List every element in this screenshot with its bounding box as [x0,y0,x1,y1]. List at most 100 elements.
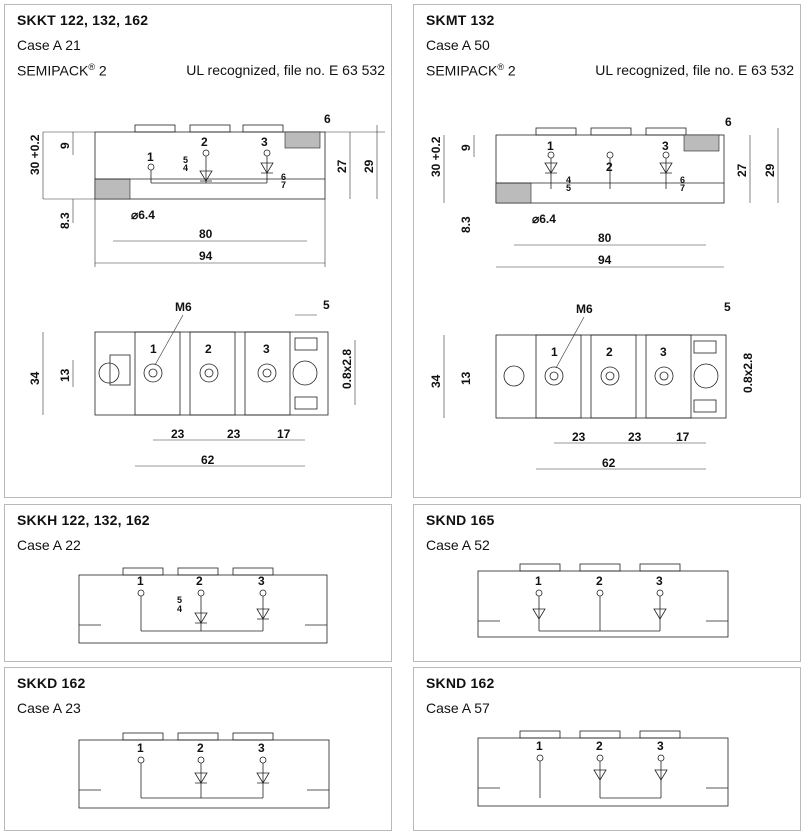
svg-text:2: 2 [197,741,204,755]
svg-text:23: 23 [572,430,586,444]
svg-text:4: 4 [566,175,571,185]
drawing-sknd165: 1 2 3 [477,563,729,638]
svg-text:34: 34 [28,371,42,385]
case-label: Case A 52 [426,537,490,553]
svg-text:23: 23 [227,427,241,441]
pin-3-label: 3 [261,135,268,149]
cell-skmt: SKMT 132 Case A 50 SEMIPACK® 2 UL recogn… [413,4,801,498]
svg-text:M6: M6 [576,302,593,316]
side-view: 1 2 3 4 5 6 7 [495,127,725,204]
svg-text:3: 3 [258,574,265,588]
svg-text:0.8x2.8: 0.8x2.8 [340,349,354,389]
case-label: Case A 57 [426,700,490,716]
svg-text:9: 9 [58,142,72,149]
svg-text:27: 27 [335,159,349,173]
cell-title: SKND 165 [426,512,495,528]
svg-text:3: 3 [660,345,667,359]
svg-text:30 +0.2: 30 +0.2 [429,136,443,177]
ul-label: UL recognized, file no. E 63 532 [595,62,794,78]
ul-label: UL recognized, file no. E 63 532 [186,62,385,78]
svg-text:5: 5 [566,183,571,193]
case-label: Case A 50 [426,37,490,53]
svg-text:80: 80 [199,227,213,241]
svg-text:2: 2 [196,574,203,588]
svg-text:1: 1 [535,574,542,588]
svg-text:23: 23 [628,430,642,444]
svg-text:M6: M6 [175,300,192,314]
case-label: Case A 23 [17,700,81,716]
pin-5-label: 5 [183,155,188,165]
cell-title: SKKD 162 [17,675,86,691]
cell-title: SKKH 122, 132, 162 [17,512,150,528]
svg-text:17: 17 [277,427,291,441]
svg-text:29: 29 [362,159,376,173]
svg-text:27: 27 [735,163,749,177]
svg-text:6: 6 [324,112,331,126]
svg-text:9: 9 [459,144,473,151]
cell-title: SKMT 132 [426,12,495,28]
svg-text:⌀6.4: ⌀6.4 [131,208,155,222]
svg-text:6: 6 [725,115,732,129]
pin-4-label: 4 [183,163,188,173]
side-dimensions: 30 +0.2 9 8.3 ⌀6.4 80 94 6 27 29 [429,115,779,268]
semipack-label: SEMIPACK® 2 [17,62,107,79]
svg-text:2: 2 [606,345,613,359]
svg-text:94: 94 [199,249,213,263]
svg-text:⌀6.4: ⌀6.4 [532,212,556,226]
svg-text:1: 1 [150,342,157,356]
top-view: 1 2 3 M6 5 34 13 0.8x2.8 23 23 17 62 [429,300,755,470]
svg-text:29: 29 [763,163,777,177]
svg-text:1: 1 [137,574,144,588]
cell-title: SKKT 122, 132, 162 [17,12,149,28]
drawing-skmt: 1 2 3 4 5 6 7 30 +0.2 9 8.3 ⌀6.4 80 94 6… [429,115,779,470]
side-view: 5 4 6 7 1 2 3 [94,124,326,200]
svg-text:7: 7 [680,183,685,193]
drawing-sknd162: 1 2 3 [477,730,729,807]
svg-text:1: 1 [536,739,543,753]
svg-text:13: 13 [58,368,72,382]
svg-text:0.8x2.8: 0.8x2.8 [741,353,755,393]
svg-text:1: 1 [551,345,558,359]
cell-sknd162: SKND 162 Case A 57 1 2 3 [413,667,801,831]
pin-7-label: 7 [281,180,286,190]
drawing-skkh: 1 2 3 5 4 [78,567,328,644]
svg-text:23: 23 [171,427,185,441]
svg-text:5: 5 [323,298,330,312]
svg-text:80: 80 [598,231,612,245]
svg-text:3: 3 [258,741,265,755]
pin-6-label: 6 [281,172,286,182]
cell-skkh: SKKH 122, 132, 162 Case A 22 1 2 3 5 4 [4,504,392,662]
cell-skkt: SKKT 122, 132, 162 Case A 21 SEMIPACK® 2… [4,4,392,498]
svg-text:62: 62 [201,453,215,467]
svg-text:2: 2 [596,574,603,588]
pin-2-label: 2 [201,135,208,149]
svg-text:17: 17 [676,430,690,444]
svg-text:3: 3 [662,139,669,153]
svg-text:62: 62 [602,456,616,470]
cell-title: SKND 162 [426,675,495,691]
side-dimensions: 30 +0.2 9 8.3 ⌀6.4 80 94 6 27 29 [28,112,385,267]
svg-text:1: 1 [137,741,144,755]
svg-text:8.3: 8.3 [459,216,473,233]
svg-text:6: 6 [680,175,685,185]
svg-text:2: 2 [606,160,613,174]
svg-text:94: 94 [598,253,612,267]
svg-text:5: 5 [177,595,182,605]
case-label: Case A 22 [17,537,81,553]
svg-text:1: 1 [547,139,554,153]
svg-text:3: 3 [657,739,664,753]
svg-text:2: 2 [205,342,212,356]
svg-text:5: 5 [724,300,731,314]
svg-text:34: 34 [429,374,443,388]
drawing-skkd162: 1 2 3 [78,732,330,809]
svg-text:30 +0.2: 30 +0.2 [28,134,42,175]
top-view: 1 2 3 M6 5 34 13 0.8x2.8 23 23 17 62 [28,298,356,467]
svg-text:3: 3 [656,574,663,588]
semipack-label: SEMIPACK® 2 [426,62,516,79]
svg-text:3: 3 [263,342,270,356]
cell-sknd165: SKND 165 Case A 52 1 2 3 [413,504,801,662]
svg-text:2: 2 [596,739,603,753]
svg-text:8.3: 8.3 [58,212,72,229]
pin-1-label: 1 [147,150,154,164]
svg-text:13: 13 [459,371,473,385]
